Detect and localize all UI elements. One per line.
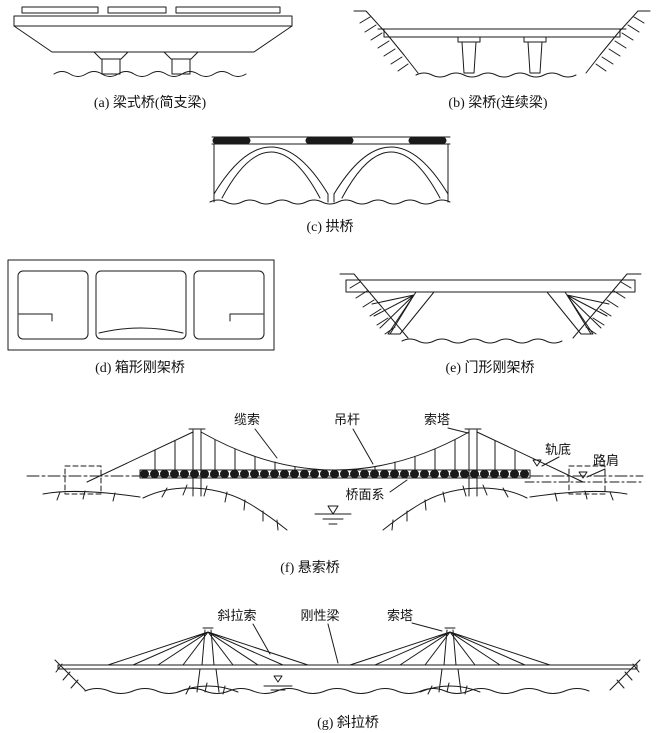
banks — [339, 273, 642, 339]
terrain — [54, 659, 641, 695]
deck-railing — [211, 136, 451, 145]
label-tower: 索塔 — [424, 412, 450, 427]
arch-rings — [213, 146, 449, 199]
caption-f: (f) 悬索桥 — [280, 561, 340, 576]
anchor-blocks — [64, 465, 606, 495]
label-cable: 缆索 — [234, 412, 260, 427]
inclined-legs — [387, 291, 594, 335]
abutments-and-pier — [213, 143, 449, 203]
right-cell — [193, 270, 265, 340]
leg-hatch — [371, 294, 610, 335]
center-cell — [95, 270, 187, 340]
beam — [345, 279, 636, 293]
ground-line — [209, 199, 451, 205]
stay-cables — [107, 631, 551, 666]
label-rail-base: 轨底 — [545, 442, 571, 457]
terrain — [42, 484, 628, 531]
caption-d: (d) 箱形刚架桥 — [95, 361, 185, 376]
outer-box — [7, 259, 275, 351]
left-cell — [17, 270, 89, 340]
deck — [377, 28, 627, 38]
caption-b: (b) 梁桥(连续梁) — [448, 96, 548, 111]
cable-stayed-bridge-drawing: 斜拉索 刚性梁 索塔 — [54, 608, 641, 695]
left-bank — [353, 10, 419, 74]
deck-girder — [139, 469, 531, 479]
right-tower — [438, 627, 462, 693]
label-stay-cable: 斜拉索 — [217, 608, 256, 623]
label-tower: 索塔 — [387, 608, 413, 623]
caption-e: (e) 门形刚架桥 — [445, 361, 535, 376]
deck — [13, 6, 293, 53]
piers — [457, 36, 547, 74]
piers — [93, 51, 199, 75]
left-tower — [196, 627, 220, 693]
beam-bridge-continuous-drawing — [353, 10, 651, 78]
suspension-bridge-drawing: 缆索 吊杆 索塔 轨底 路肩 桥面系 — [26, 412, 644, 531]
water-level-symbol — [314, 505, 352, 525]
water-level-symbol — [263, 675, 293, 691]
leader-lines — [254, 427, 606, 493]
caption-a: (a) 梁式桥(简支梁) — [93, 96, 207, 111]
label-rigid-girder: 刚性梁 — [300, 608, 339, 623]
right-bank — [585, 10, 651, 74]
ground-line — [401, 338, 563, 344]
label-deck-system: 桥面系 — [345, 487, 384, 502]
arch-bridge-drawing — [209, 136, 451, 205]
label-shoulder: 路肩 — [593, 453, 619, 468]
hangers — [154, 439, 516, 471]
caption-c: (c) 拱桥 — [306, 220, 354, 235]
ground-line — [53, 71, 247, 77]
rail-shoulder-marks — [524, 459, 643, 483]
deck-girder — [57, 664, 638, 670]
portal-rigid-frame-bridge-drawing — [339, 273, 642, 344]
label-hanger: 吊杆 — [334, 412, 360, 427]
right-tower — [464, 428, 482, 497]
main-cable — [86, 431, 584, 483]
box-rigid-frame-bridge-drawing — [7, 259, 275, 351]
caption-g: (g) 斜拉桥 — [317, 716, 379, 731]
beam-bridge-simply-supported-drawing — [13, 6, 293, 77]
left-tower — [188, 428, 206, 497]
ground-line — [415, 72, 577, 78]
leader-lines — [252, 622, 443, 664]
